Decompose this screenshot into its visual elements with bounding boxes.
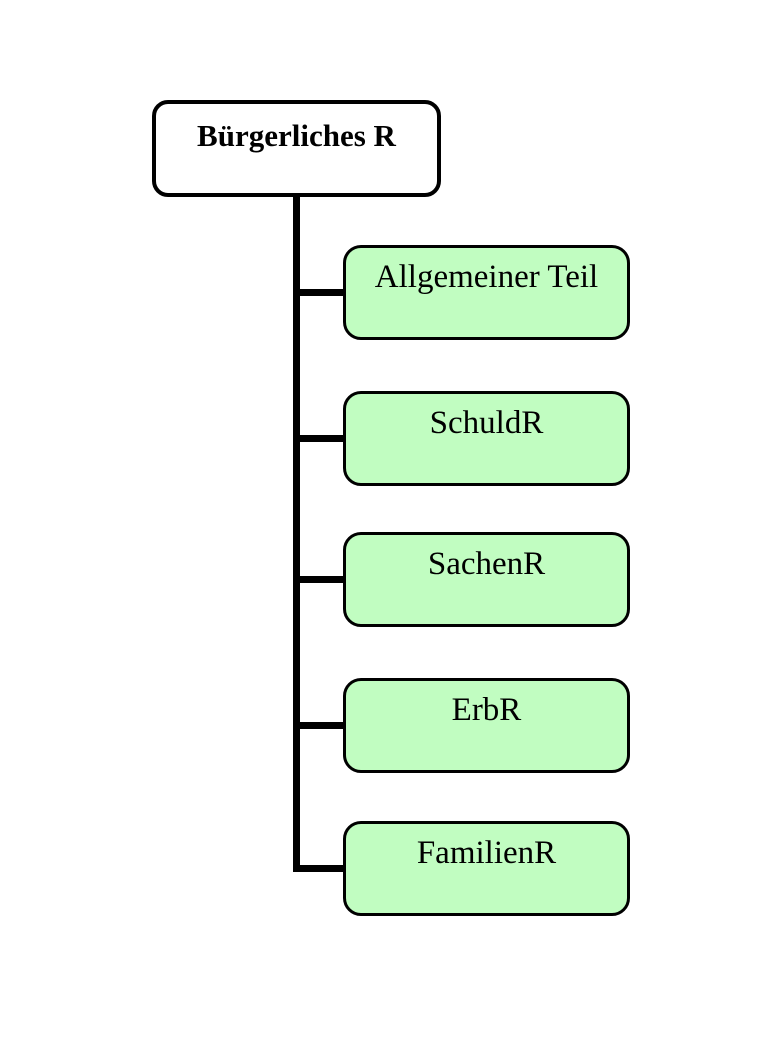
child-node-label: SachenR [427,546,546,582]
node-schuldrecht: SchuldR [343,391,630,486]
connector-stub-2 [300,435,343,442]
node-buergerliches-recht: Bürgerliches R [152,100,441,197]
child-node-label: ErbR [451,692,522,728]
child-node-label: FamilienR [416,835,557,871]
connector-stub-3 [300,576,343,583]
node-erbrecht: ErbR [343,678,630,773]
connector-stub-4 [300,722,343,729]
connector-trunk [293,197,300,872]
child-node-label: SchuldR [429,405,544,441]
connector-stub-1 [300,289,343,296]
child-node-label: Allgemeiner Teil [374,259,599,295]
root-node-label: Bürgerliches R [197,118,396,153]
node-sachenrecht: SachenR [343,532,630,627]
node-familienrecht: FamilienR [343,821,630,916]
connector-stub-5 [300,865,343,872]
node-allgemeiner-teil: Allgemeiner Teil [343,245,630,340]
